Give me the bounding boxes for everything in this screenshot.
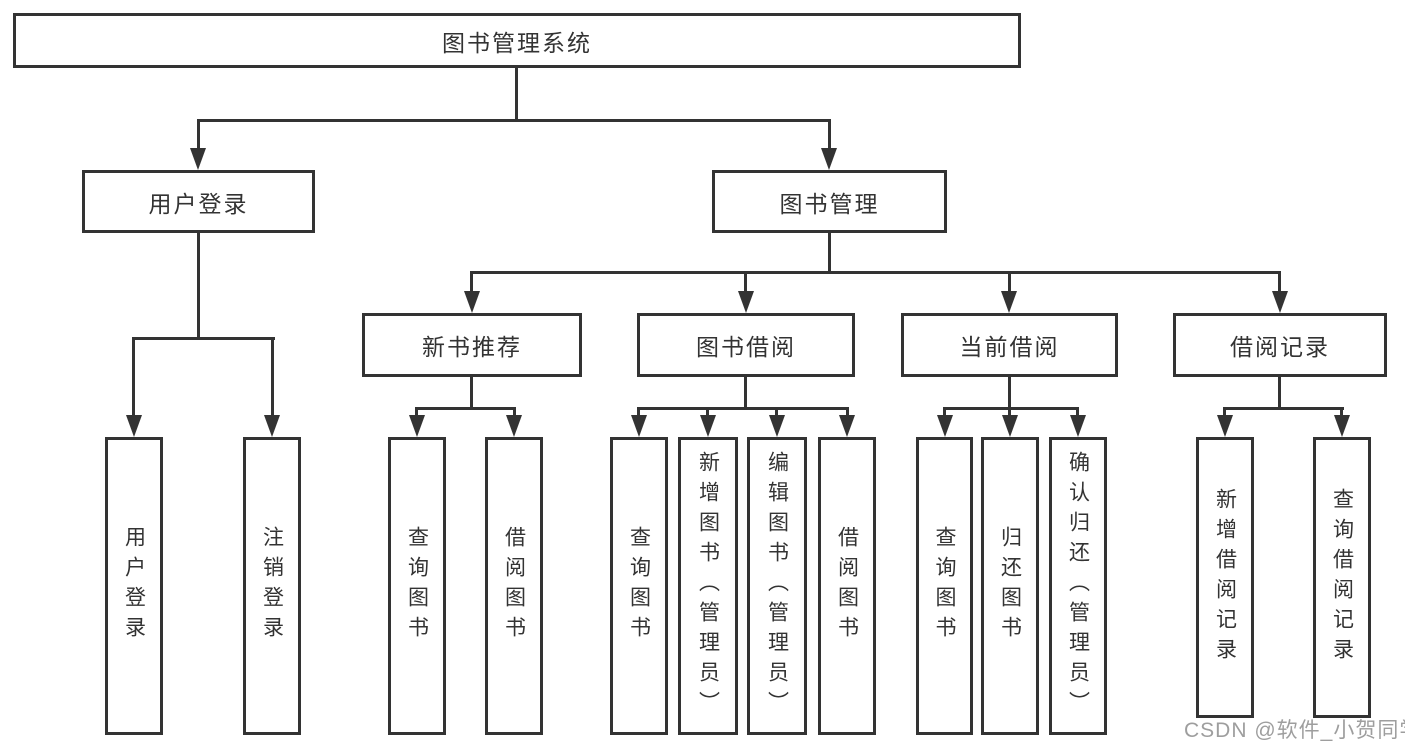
leaf-edit-book-admin: 编辑图书（管理员） — [747, 437, 807, 735]
connector-line — [706, 407, 709, 417]
node-book-management: 图书管理 — [712, 170, 947, 233]
arrow-down-icon — [769, 415, 785, 437]
leaf-edit-book-admin-label: 编辑图书（管理员） — [765, 451, 789, 721]
node-borrowing-records-label: 借阅记录 — [1230, 334, 1330, 360]
connector-line — [828, 233, 831, 274]
leaf-logout-label: 注销登录 — [260, 526, 284, 646]
leaf-user-login: 用户登录 — [105, 437, 163, 735]
connector-line — [515, 68, 518, 121]
node-root: 图书管理系统 — [13, 13, 1021, 68]
connector-line — [197, 119, 200, 150]
leaf-query-borrow-record: 查询借阅记录 — [1313, 437, 1371, 718]
node-book-borrowing: 图书借阅 — [637, 313, 855, 377]
connector-line — [943, 407, 1079, 410]
csdn-watermark: CSDN @软件_小贺同学 — [1184, 719, 1405, 742]
arrow-down-icon — [821, 148, 837, 170]
connector-line — [470, 377, 473, 407]
leaf-confirm-return-admin: 确认归还（管理员） — [1049, 437, 1107, 735]
connector-line — [132, 337, 135, 417]
arrow-down-icon — [1070, 415, 1086, 437]
arrow-down-icon — [839, 415, 855, 437]
connector-line — [1076, 407, 1079, 417]
connector-line — [197, 119, 831, 122]
arrow-down-icon — [1272, 291, 1288, 313]
node-user-login: 用户登录 — [82, 170, 315, 233]
leaf-query-books-borrow-label: 查询图书 — [627, 526, 651, 646]
node-new-book-recommend-label: 新书推荐 — [422, 334, 522, 360]
connector-line — [637, 407, 640, 417]
connector-line — [471, 271, 1281, 274]
leaf-add-borrow-record: 新增借阅记录 — [1196, 437, 1254, 718]
connector-line — [943, 407, 946, 417]
leaf-borrow-books-label: 借阅图书 — [835, 526, 859, 646]
node-root-label: 图书管理系统 — [442, 29, 592, 56]
leaf-query-books-current: 查询图书 — [916, 437, 973, 735]
arrow-down-icon — [937, 415, 953, 437]
leaf-borrow-books: 借阅图书 — [818, 437, 876, 735]
connector-line — [1008, 407, 1011, 417]
leaf-borrow-books-recommend: 借阅图书 — [485, 437, 543, 735]
arrow-down-icon — [1334, 415, 1350, 437]
connector-line — [415, 407, 418, 417]
connector-line — [637, 407, 849, 410]
arrow-down-icon — [264, 415, 280, 437]
arrow-down-icon — [409, 415, 425, 437]
connector-line — [1008, 377, 1011, 407]
connector-line — [744, 377, 747, 407]
leaf-confirm-return-admin-label: 确认归还（管理员） — [1066, 451, 1090, 721]
connector-line — [744, 271, 747, 293]
leaf-add-book-admin: 新增图书（管理员） — [678, 437, 738, 735]
arrow-down-icon — [738, 291, 754, 313]
connector-line — [1223, 407, 1344, 410]
leaf-add-book-admin-label: 新增图书（管理员） — [696, 451, 720, 721]
arrow-down-icon — [1001, 291, 1017, 313]
connector-line — [1008, 271, 1011, 293]
connector-line — [1340, 407, 1343, 417]
connector-line — [470, 271, 473, 293]
node-user-login-label: 用户登录 — [148, 190, 249, 217]
leaf-borrow-books-recommend-label: 借阅图书 — [502, 526, 526, 646]
leaf-return-books: 归还图书 — [981, 437, 1039, 735]
node-borrowing-records: 借阅记录 — [1173, 313, 1387, 377]
leaf-query-books-current-label: 查询图书 — [933, 526, 956, 646]
arrow-down-icon — [464, 291, 480, 313]
connector-line — [271, 337, 274, 417]
leaf-return-books-label: 归还图书 — [998, 526, 1022, 646]
node-current-borrowing: 当前借阅 — [901, 313, 1118, 377]
leaf-query-books-recommend: 查询图书 — [388, 437, 446, 735]
connector-line — [415, 407, 516, 410]
arrow-down-icon — [126, 415, 142, 437]
arrow-down-icon — [506, 415, 522, 437]
leaf-user-login-label: 用户登录 — [122, 526, 146, 646]
leaf-query-books-recommend-label: 查询图书 — [405, 526, 429, 646]
arrow-down-icon — [631, 415, 647, 437]
leaf-logout: 注销登录 — [243, 437, 301, 735]
leaf-query-borrow-record-label: 查询借阅记录 — [1330, 487, 1354, 668]
node-current-borrowing-label: 当前借阅 — [959, 334, 1060, 360]
connector-line — [775, 407, 778, 417]
node-book-management-label: 图书管理 — [779, 190, 880, 217]
connector-line — [132, 337, 275, 340]
arrow-down-icon — [1002, 415, 1018, 437]
node-new-book-recommend: 新书推荐 — [362, 313, 582, 377]
arrow-down-icon — [190, 148, 206, 170]
arrow-down-icon — [700, 415, 716, 437]
connector-line — [513, 407, 516, 417]
connector-line — [1278, 377, 1281, 407]
connector-line — [197, 233, 200, 337]
node-book-borrowing-label: 图书借阅 — [696, 334, 796, 360]
arrow-down-icon — [1217, 415, 1233, 437]
leaf-add-borrow-record-label: 新增借阅记录 — [1213, 487, 1237, 668]
leaf-query-books-borrow: 查询图书 — [610, 437, 668, 735]
connector-line — [828, 119, 831, 150]
connector-line — [1223, 407, 1226, 417]
connector-line — [1278, 271, 1281, 293]
connector-line — [846, 407, 849, 417]
